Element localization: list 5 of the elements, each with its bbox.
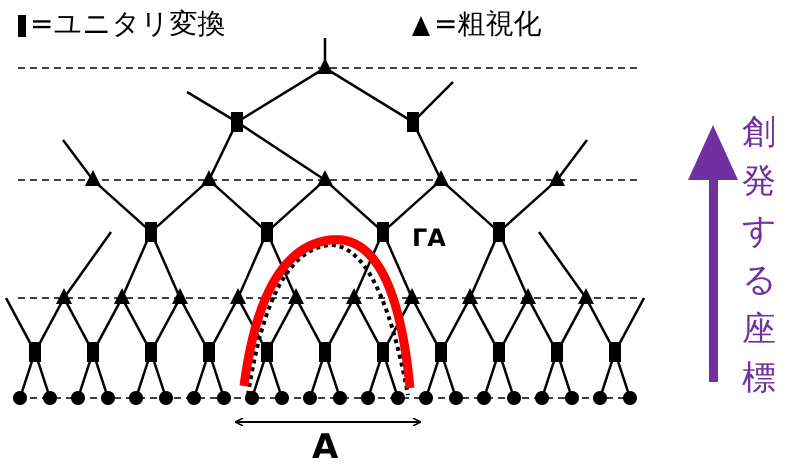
region-label: ΓA	[412, 226, 446, 250]
length-label: A	[312, 430, 338, 464]
legend-text: =粗視化	[434, 10, 542, 38]
axis-caption: 創発する座標	[742, 111, 776, 400]
legend-text: =ユニタリ変換	[30, 10, 226, 38]
